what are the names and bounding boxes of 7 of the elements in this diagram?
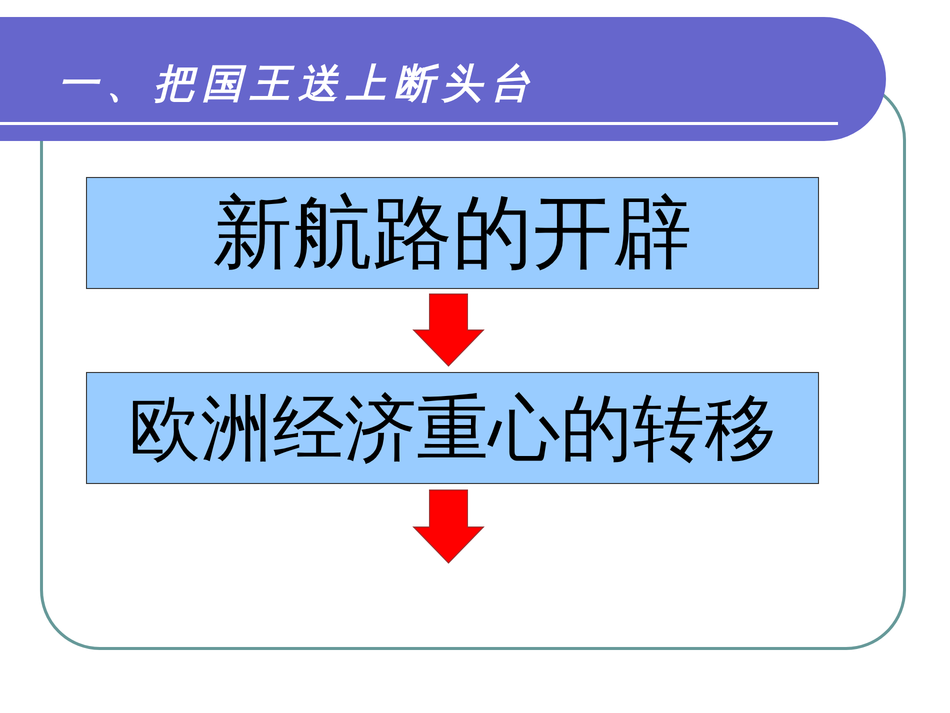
down-arrow bbox=[412, 490, 485, 564]
box-text: 欧洲经济重心的转移 bbox=[128, 392, 776, 464]
process-box bbox=[86, 177, 819, 289]
down-arrow bbox=[412, 294, 485, 367]
title: 一、把国王送上断头台 bbox=[58, 60, 538, 109]
process-box bbox=[86, 372, 819, 484]
box-text: 新航路的开辟 bbox=[212, 193, 692, 273]
